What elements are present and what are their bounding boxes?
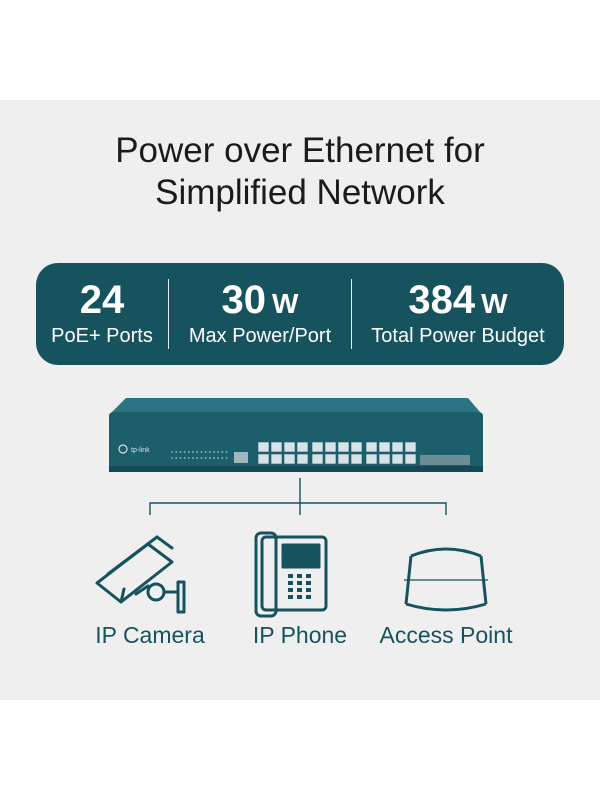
ethernet-port — [324, 441, 337, 453]
stat-unit: W — [272, 288, 299, 319]
status-led — [183, 457, 186, 459]
stat-poe-ports: 24 PoE+ Ports — [36, 263, 168, 365]
headline-line-2: Simplified Network — [155, 173, 445, 212]
ethernet-ports — [257, 441, 417, 465]
status-led — [221, 451, 224, 453]
status-led — [196, 451, 199, 453]
ethernet-port — [257, 453, 270, 465]
status-led — [200, 451, 203, 453]
stat-value: 384 — [408, 278, 476, 322]
ethernet-port — [350, 441, 363, 453]
status-led — [192, 457, 194, 459]
ethernet-port — [404, 441, 417, 453]
keypad-key — [297, 588, 302, 592]
device-label-ip-camera: IP Camera — [95, 622, 205, 648]
keypad-key — [288, 588, 293, 592]
headline-line-1: Power over Ethernet for — [115, 131, 485, 170]
status-led — [171, 457, 173, 459]
sfp-slots — [420, 455, 470, 465]
status-led — [175, 451, 178, 453]
stat-value: 30 — [221, 278, 267, 322]
ip-camera-icon — [95, 535, 186, 614]
stat-divider — [168, 279, 169, 349]
ethernet-port — [257, 441, 270, 453]
keypad-key — [297, 581, 302, 585]
status-led — [225, 451, 228, 453]
ethernet-port — [391, 441, 404, 453]
ip-phone-icon — [254, 531, 328, 618]
stat-label: Max Power/Port — [188, 325, 332, 347]
keypad-key — [306, 581, 311, 585]
status-led — [221, 457, 224, 459]
console-port-icon — [234, 452, 248, 463]
status-led — [213, 451, 215, 453]
ethernet-port — [378, 441, 391, 453]
device-label-access-point: Access Point — [379, 622, 513, 648]
status-led — [196, 457, 199, 459]
keypad-key — [288, 595, 293, 599]
status-led — [200, 457, 203, 459]
ethernet-port — [337, 453, 350, 465]
keypad-key — [297, 595, 302, 599]
keypad-key — [288, 574, 293, 578]
ethernet-port — [337, 441, 350, 453]
ethernet-port — [365, 453, 378, 465]
stat-unit: W — [481, 288, 508, 319]
stat-label: PoE+ Ports — [51, 325, 153, 347]
phone-keypad — [288, 574, 311, 599]
ethernet-port — [350, 453, 363, 465]
status-led — [208, 457, 211, 459]
ethernet-port — [378, 453, 391, 465]
ethernet-port — [296, 453, 309, 465]
status-led — [175, 457, 178, 459]
ethernet-port — [270, 441, 283, 453]
status-led — [179, 457, 182, 459]
ethernet-port — [391, 453, 404, 465]
status-led — [208, 451, 211, 453]
keypad-key — [306, 574, 311, 578]
ethernet-port — [404, 453, 417, 465]
status-led — [204, 457, 207, 459]
status-leds — [171, 451, 228, 459]
keypad-key — [306, 588, 311, 592]
brand-logo-icon — [118, 444, 128, 454]
ethernet-port — [270, 453, 283, 465]
stat-divider — [351, 279, 352, 349]
connection-lines — [149, 478, 447, 515]
device-label-ip-phone: IP Phone — [252, 622, 348, 648]
status-led — [192, 451, 194, 453]
status-led — [171, 451, 173, 453]
status-led — [217, 451, 220, 453]
status-led — [187, 457, 190, 459]
ethernet-port — [283, 441, 296, 453]
ethernet-port — [324, 453, 337, 465]
access-point-icon — [404, 547, 488, 612]
keypad-key — [306, 595, 311, 599]
stat-label: Total Power Budget — [371, 325, 545, 347]
ethernet-port — [311, 441, 324, 453]
keypad-key — [288, 581, 293, 585]
status-led — [217, 457, 220, 459]
brand-logo-text: tp-link — [131, 447, 150, 454]
status-led — [213, 457, 215, 459]
status-led — [179, 451, 182, 453]
status-led — [187, 451, 190, 453]
status-led — [183, 451, 186, 453]
status-led — [204, 451, 207, 453]
status-led — [225, 457, 228, 459]
ethernet-port — [365, 441, 378, 453]
keypad-key — [297, 574, 302, 578]
ethernet-port — [296, 441, 309, 453]
stat-value: 24 — [79, 278, 125, 322]
ethernet-port — [311, 453, 324, 465]
network-switch-icon: tp-link — [109, 398, 483, 472]
ethernet-port — [283, 453, 296, 465]
